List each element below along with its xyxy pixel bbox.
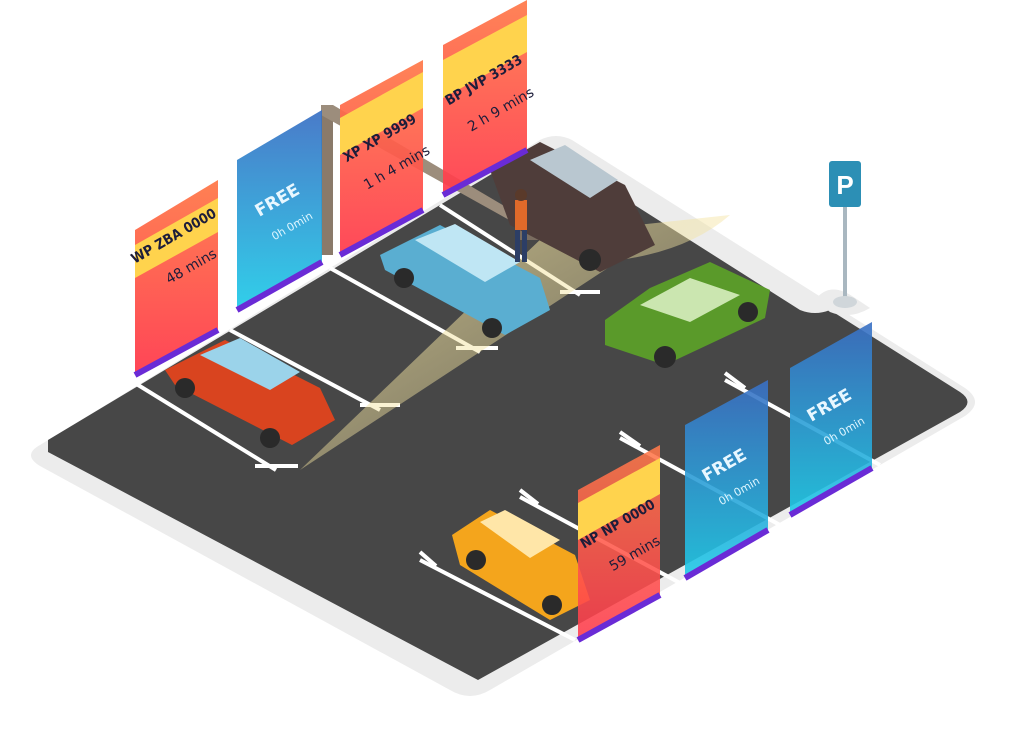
car-yellow: [452, 510, 590, 620]
car-green: [605, 262, 770, 368]
free-panel-1: FREE 0h 0min: [235, 110, 324, 313]
car-blue: [380, 224, 550, 338]
parking-sign: P: [829, 161, 861, 308]
car-brown: [490, 142, 655, 272]
occupied-panel-bpjvp: BP JVP 3333 2 h 9 mins: [441, 0, 537, 198]
free-panel-3: FREE 0h 0min: [788, 322, 874, 518]
occupied-panel-wpzba: WP ZBA 0000 48 mins: [129, 180, 220, 378]
free-panel-2: FREE 0h 0min: [683, 380, 770, 581]
attendant-person: [515, 189, 527, 262]
parking-sign-letter: P: [836, 170, 853, 200]
occupied-panel-xpxp: XP XP 9999 1 h 4 mins: [338, 60, 433, 258]
occupied-panel-npnp: NP NP 0000 59 mins: [576, 445, 663, 643]
car-red: [165, 338, 335, 448]
